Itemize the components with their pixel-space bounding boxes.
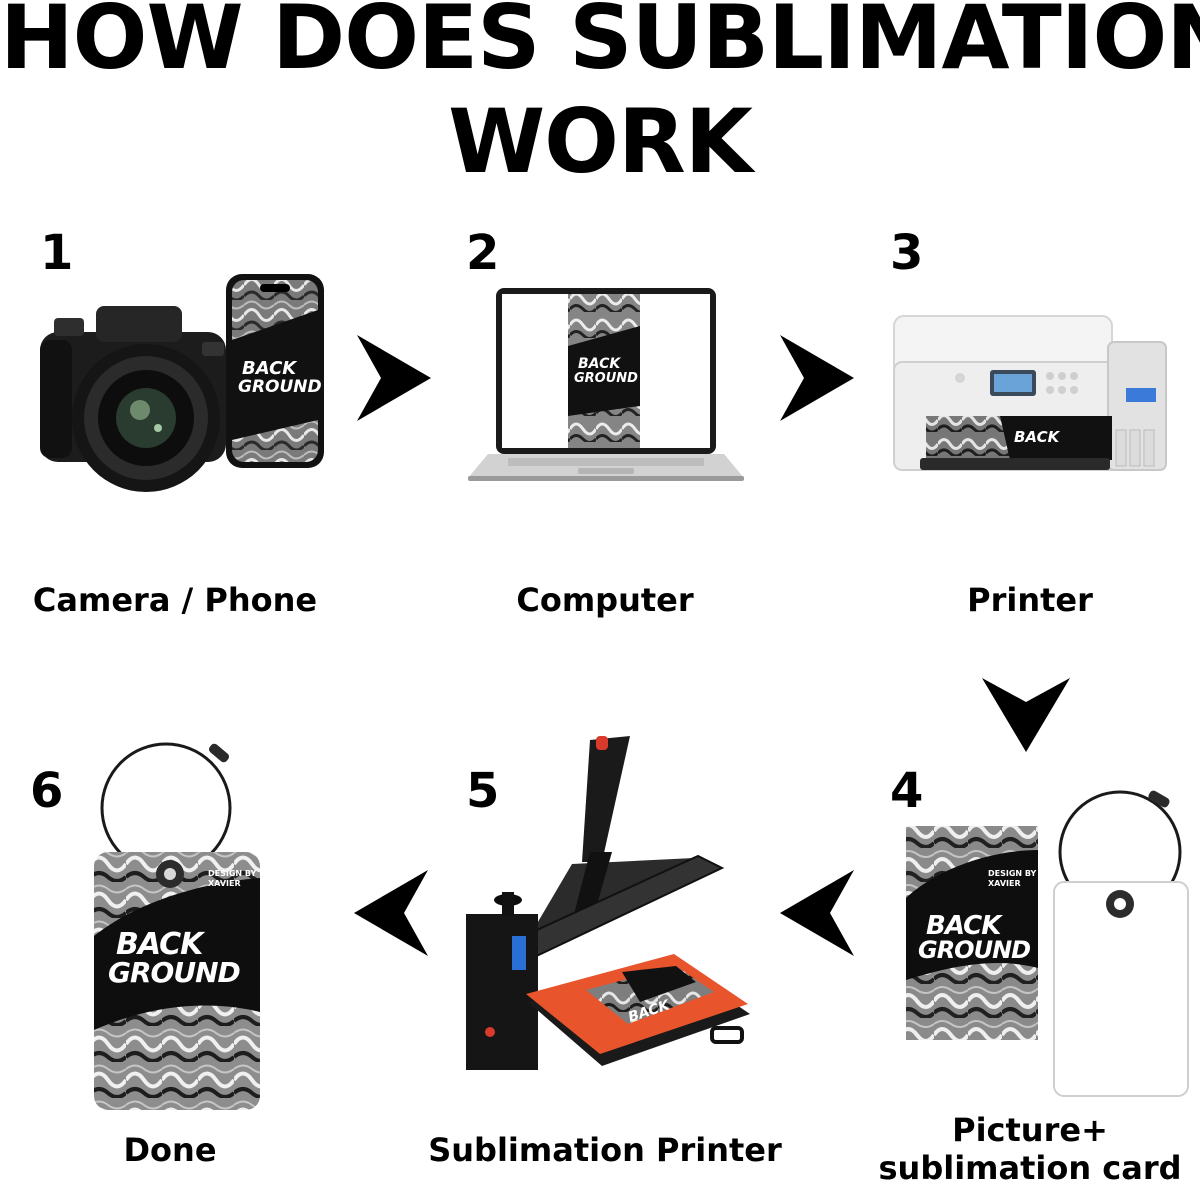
picture-art-design-by-text: DESIGN BY <box>988 869 1037 878</box>
page-title-line-2: WORK <box>448 90 753 193</box>
arrow-left-icon <box>354 870 428 956</box>
phone-art-back-text: BACK <box>242 358 298 379</box>
step-label-sublimation-printer: Sublimation Printer <box>428 1131 782 1169</box>
step-label-done: Done <box>123 1131 217 1169</box>
step-number-2: 2 <box>466 225 500 281</box>
camera-icon <box>40 306 226 492</box>
picture-art-ground-text: GROUND <box>918 936 1030 964</box>
arrow-left-icon <box>780 870 854 956</box>
step-number-1: 1 <box>40 225 74 281</box>
step-label-picture-line-1: Picture+ <box>952 1111 1108 1149</box>
picture-card-illustration: DESIGN BY XAVIER BACK GROUND <box>906 790 1189 1097</box>
luggage-tag: DESIGN BY XAVIER BACK GROUND <box>94 852 260 1110</box>
step-number-6: 6 <box>30 763 64 819</box>
page-title-line-1: HOW DOES SUBLIMATION <box>0 0 1200 89</box>
step-number-5: 5 <box>466 763 500 819</box>
laptop-illustration: BACK GROUND <box>468 288 744 481</box>
phone-icon: BACK GROUND <box>226 274 324 468</box>
step-label-camera-phone: Camera / Phone <box>32 581 318 619</box>
finished-tag-illustration: DESIGN BY XAVIER BACK GROUND <box>94 742 260 1110</box>
arrow-right-icon <box>357 335 431 421</box>
tag-art-designer-text: XAVIER <box>208 879 241 888</box>
step-label-picture-line-2: sublimation card <box>878 1149 1182 1187</box>
picture-art-designer-text: XAVIER <box>988 879 1021 888</box>
heat-press-illustration: BACK <box>466 736 750 1070</box>
printer-illustration: BACK <box>893 315 1167 471</box>
arrow-down-icon <box>982 678 1070 752</box>
arrow-right-icon <box>780 335 854 421</box>
laptop-art-back-text: BACK <box>578 356 621 372</box>
camera-phone-illustration: BACK GROUND <box>40 274 324 492</box>
tag-art-design-by-text: DESIGN BY <box>208 869 257 878</box>
laptop-art-ground-text: GROUND <box>574 371 638 386</box>
tag-art-back-text: BACK <box>116 927 206 962</box>
phone-art-ground-text: GROUND <box>238 377 322 397</box>
printer-display <box>1126 388 1156 402</box>
printed-picture: DESIGN BY XAVIER BACK GROUND <box>906 826 1038 1040</box>
blank-sublimation-card <box>1053 790 1189 1097</box>
picture-art-back-text: BACK <box>926 911 1003 941</box>
step-label-computer: Computer <box>516 581 694 619</box>
step-number-4: 4 <box>890 763 924 819</box>
tag-art-ground-text: GROUND <box>108 956 241 989</box>
printer-art-back-text: BACK <box>1014 428 1061 446</box>
step-number-3: 3 <box>890 225 924 281</box>
step-label-printer: Printer <box>967 581 1093 619</box>
